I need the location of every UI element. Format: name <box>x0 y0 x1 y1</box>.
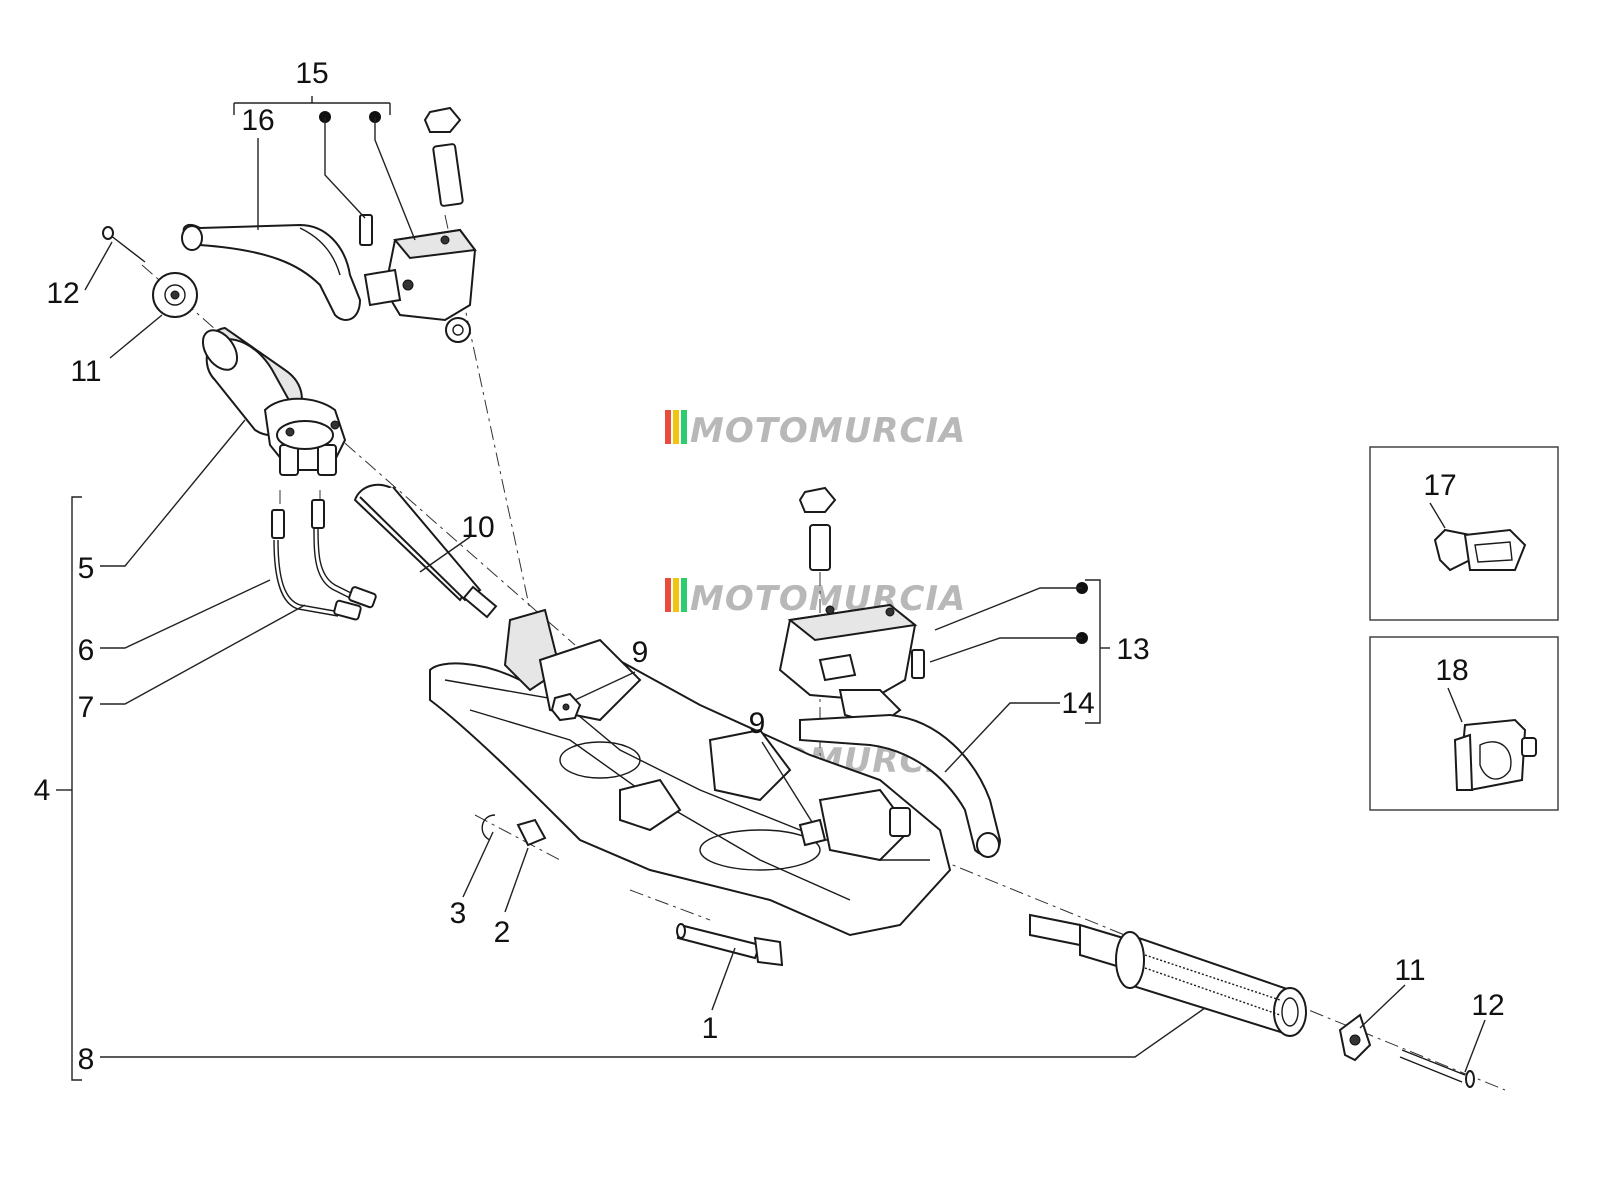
rubber-block <box>516 818 547 847</box>
end-cap-right <box>1338 1013 1372 1062</box>
callout-17: 17 <box>1423 469 1456 502</box>
callout-4: 4 <box>34 774 51 807</box>
inset-18 <box>1369 636 1559 811</box>
callout-11-left: 11 <box>70 355 101 388</box>
clip <box>481 814 496 841</box>
watermark-text: MOTOMURCIA <box>690 411 966 451</box>
screw-left <box>102 226 146 263</box>
inset-17 <box>1369 446 1559 621</box>
callout-3: 3 <box>450 897 467 930</box>
callout-9-lower: 9 <box>749 707 766 740</box>
nut-lower <box>798 818 827 847</box>
callout-18: 18 <box>1435 654 1468 687</box>
callout-8: 8 <box>78 1043 95 1076</box>
callout-5: 5 <box>78 552 95 585</box>
callout-1: 1 <box>702 1012 719 1045</box>
mirror-stud-left <box>423 106 464 207</box>
leader-lines <box>56 96 1486 1081</box>
callout-12-right: 12 <box>1471 989 1504 1022</box>
nut-upper <box>550 692 582 722</box>
brake-lever-left <box>181 223 362 321</box>
callout-14: 14 <box>1061 687 1094 720</box>
handlebar-body <box>429 608 952 937</box>
callout-12-left: 12 <box>46 277 79 310</box>
watermark-2: MOTOMURCIA <box>665 578 965 619</box>
grip-right <box>1029 913 1307 1037</box>
watermark-1: MOTOMURCIA <box>665 410 966 451</box>
brake-master-cylinder-left <box>359 214 477 343</box>
callout-9-upper: 9 <box>632 636 649 669</box>
callout-15: 15 <box>295 57 328 90</box>
callout-labels: 15 16 12 11 10 5 6 7 4 8 9 9 13 14 3 2 1… <box>34 57 1505 1076</box>
callout-13: 13 <box>1116 633 1149 666</box>
brake-lever-right <box>799 713 1002 858</box>
callout-7: 7 <box>78 691 95 724</box>
bolt <box>676 923 784 967</box>
handlebar-tube <box>353 483 498 619</box>
brake-master-cylinder-right <box>778 603 925 727</box>
callout-16: 16 <box>241 104 274 137</box>
callout-11-right: 11 <box>1394 954 1425 987</box>
mirror-stud-right <box>798 486 837 571</box>
throttle-cables <box>271 499 377 621</box>
throttle-grip-left <box>201 326 347 476</box>
screw-right <box>1399 1049 1475 1088</box>
callout-2: 2 <box>494 916 511 949</box>
callout-6: 6 <box>78 634 95 667</box>
end-cap-left <box>152 272 198 318</box>
callout-10: 10 <box>461 511 494 544</box>
